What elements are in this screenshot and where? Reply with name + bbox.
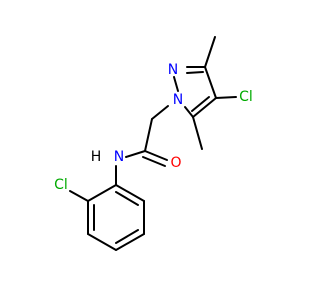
bond-ph-c4-c5 (115, 233, 145, 251)
atom-cl-phenyl: Cl (54, 177, 68, 193)
bond-c3-c4 (204, 66, 217, 99)
bond-c4-cl (215, 96, 237, 99)
bond-ph-c6-c1-inner (115, 191, 139, 206)
bond-c5-methyl (192, 116, 203, 150)
bond-ph-c4-c5-inner (115, 229, 139, 244)
bond-c3-methyl (204, 36, 216, 68)
bond-carbonyl-n (125, 150, 146, 158)
bond-ph-c1-c2 (87, 184, 117, 202)
bond-ph-c6-c1 (115, 184, 145, 202)
bond-carbonyl-o-b (142, 156, 166, 167)
atom-o-carbonyl: O (170, 155, 181, 171)
atom-n-pyrazole-2: N (168, 62, 178, 78)
atom-n-pyrazole-1: N (173, 92, 183, 108)
bond-c4-c5-a (192, 97, 217, 118)
bonds (69, 36, 237, 251)
bond-ch2-carbonyl (144, 118, 153, 152)
atom-cl-pyrazole: Cl (239, 89, 253, 105)
bond-ph-c3-c4 (87, 233, 117, 251)
bond-n1-n2 (173, 76, 179, 92)
bond-ph-cl (69, 190, 89, 202)
bond-n1-ch2 (151, 105, 169, 120)
structure-svg: N N Cl O N H Cl (54, 36, 253, 251)
atom-h-amide: H (91, 149, 102, 165)
atom-labels: N N Cl O N H Cl (54, 62, 253, 193)
atom-n-amide: N (114, 149, 124, 165)
bond-carbonyl-o-a (144, 150, 168, 161)
bond-c5-n1 (184, 106, 194, 118)
bond-c4-c5-b (191, 96, 210, 112)
molecule-diagram: N N Cl O N H Cl (54, 36, 253, 251)
bond-n2-c3-b (186, 71, 204, 74)
